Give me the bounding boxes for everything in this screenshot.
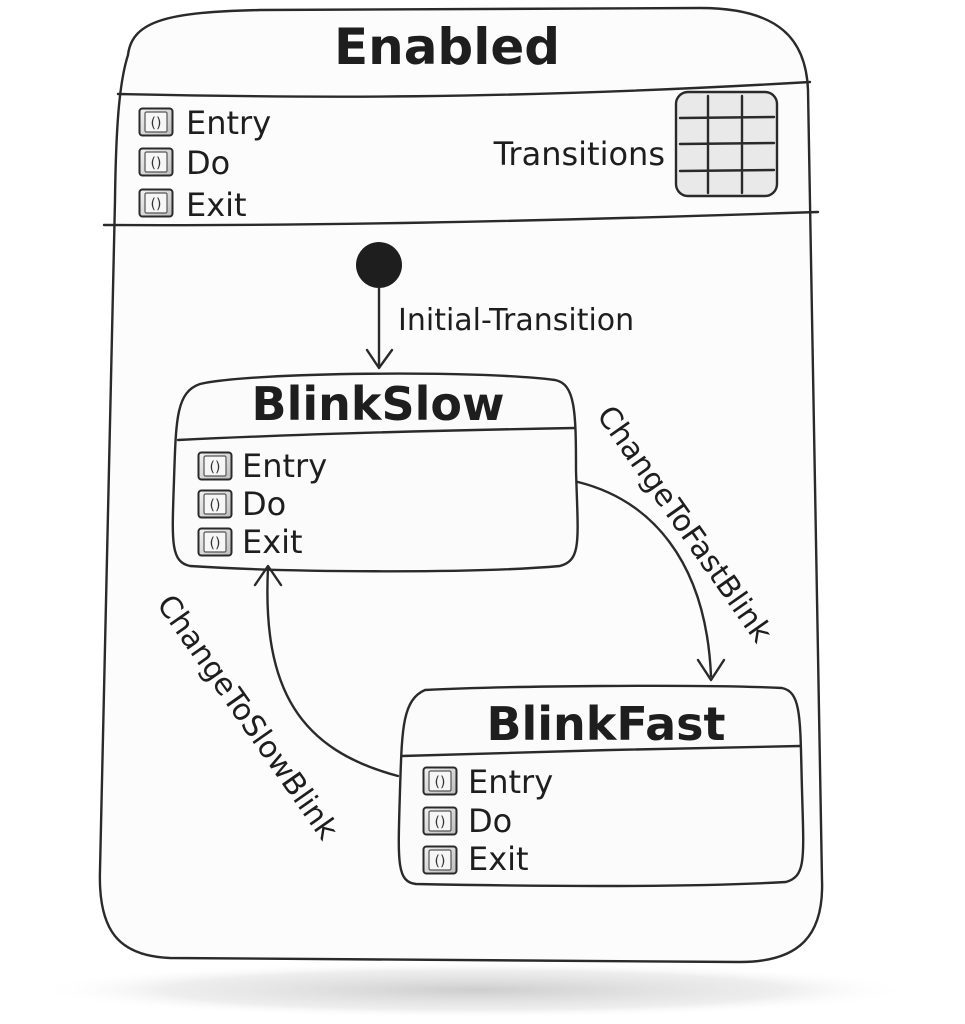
outer-action-entry-label: Entry xyxy=(186,104,271,142)
state-blinkfast-title: BlinkFast xyxy=(486,697,725,751)
method-icon xyxy=(138,188,174,218)
method-icon xyxy=(138,147,174,177)
transitions-table[interactable]: Transitions xyxy=(493,90,779,198)
state-blinkslow[interactable]: BlinkSlow Entry Do Exit xyxy=(171,372,579,573)
state-blinkslow-entry: Entry xyxy=(242,447,327,485)
outer-action-exit-label: Exit xyxy=(186,186,247,224)
transition-slow-arrow xyxy=(253,564,400,778)
outer-action-do[interactable]: Do xyxy=(138,144,231,182)
state-blinkfast-do: Do xyxy=(468,802,512,840)
transitions-label: Transitions xyxy=(493,135,665,173)
outer-state-title-divider xyxy=(116,80,812,98)
state-blinkfast-entry: Entry xyxy=(468,763,553,801)
floor-shadow xyxy=(35,962,915,1018)
method-icon xyxy=(422,806,458,836)
method-icon xyxy=(197,527,233,557)
state-blinkfast[interactable]: BlinkFast Entry Do Exit xyxy=(397,684,805,888)
state-blinkfast-exit: Exit xyxy=(468,840,529,878)
method-icon xyxy=(422,766,458,796)
transition-fast-arrow xyxy=(576,480,726,682)
state-blinkslow-divider xyxy=(176,426,577,442)
state-blinkslow-title: BlinkSlow xyxy=(252,377,505,431)
method-icon xyxy=(422,845,458,875)
state-blinkslow-do: Do xyxy=(242,485,286,523)
outer-action-do-label: Do xyxy=(186,144,230,182)
initial-transition-label: Initial-Transition xyxy=(398,303,634,338)
initial-state-dot xyxy=(356,242,402,288)
outer-action-entry[interactable]: Entry xyxy=(138,104,272,142)
state-blinkfast-divider xyxy=(400,744,802,758)
state-blinkslow-exit: Exit xyxy=(242,523,303,561)
outer-action-exit[interactable]: Exit xyxy=(138,186,247,224)
table-grid-icon xyxy=(674,90,779,198)
outer-state-title: Enabled xyxy=(334,18,560,76)
outer-state-actions-divider xyxy=(102,210,820,227)
method-icon xyxy=(138,107,174,137)
initial-transition[interactable]: Initial-Transition xyxy=(356,242,634,370)
initial-transition-arrow xyxy=(365,286,394,370)
method-icon xyxy=(197,451,233,481)
method-icon xyxy=(197,489,233,519)
